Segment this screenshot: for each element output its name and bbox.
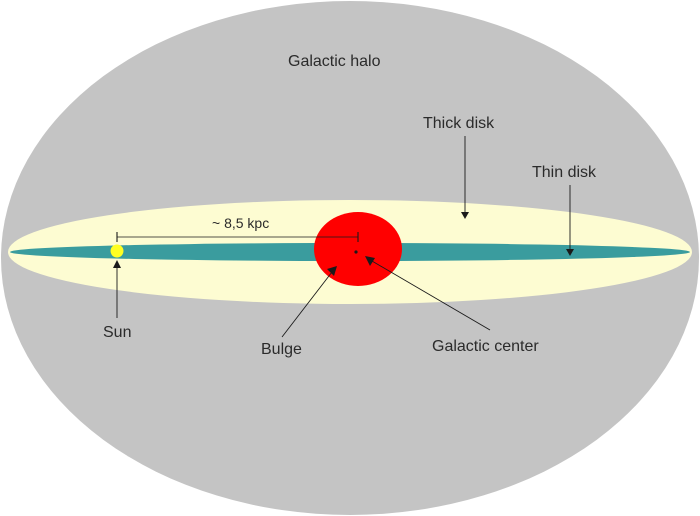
sun-pointer-arrowhead <box>113 260 121 268</box>
thick-disk-label: Thick disk <box>423 115 495 132</box>
distance-label: ~ 8,5 kpc <box>212 215 269 231</box>
bulge-label: Bulge <box>261 341 302 358</box>
sun <box>110 244 124 258</box>
center-pointer-line <box>371 260 491 331</box>
bulge <box>314 212 402 286</box>
thick-disk-pointer-arrowhead <box>461 212 469 219</box>
center-pointer-arrowhead <box>365 256 375 266</box>
halo-label: Galactic halo <box>288 53 381 70</box>
bulge-pointer-arrowhead <box>327 266 337 276</box>
bulge-pointer-line <box>281 271 333 338</box>
thin-disk-pointer-arrowhead <box>566 249 574 256</box>
galactic-center-dot <box>354 250 358 254</box>
thin-disk-label: Thin disk <box>532 164 597 181</box>
sun-label: Sun <box>103 324 131 341</box>
center-label: Galactic center <box>432 338 539 355</box>
